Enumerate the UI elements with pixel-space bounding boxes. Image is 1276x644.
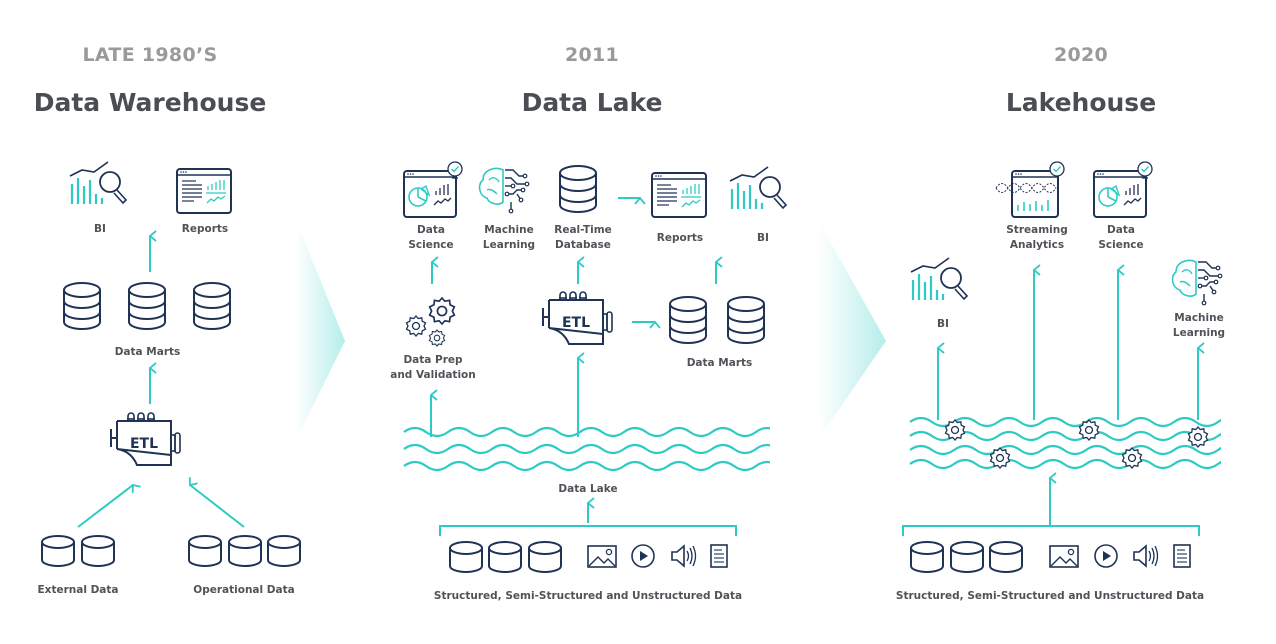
- report-icon: [176, 168, 232, 214]
- database-icon: [41, 535, 75, 567]
- era-label-2020: 2020: [1053, 44, 1109, 66]
- brain-icon: [478, 167, 530, 214]
- label-streaming-analytics: Streaming Analytics: [1006, 224, 1068, 251]
- gear-icon: [1187, 426, 1209, 448]
- image-icon: [1049, 545, 1079, 568]
- document-icon: [1173, 544, 1191, 568]
- database-icon: [488, 541, 522, 573]
- bracket: [902, 525, 1200, 536]
- database-icon: [528, 541, 562, 573]
- database-icon: [669, 296, 707, 344]
- panel-title-data-lake: Data Lake: [521, 88, 663, 117]
- database-icon: [727, 296, 765, 344]
- report-icon: [651, 172, 707, 218]
- gear-icon: [1121, 447, 1143, 469]
- bi-chart-icon: [728, 165, 788, 211]
- database-icon: [910, 541, 944, 573]
- gear-icon: [944, 419, 966, 441]
- database-icon: [193, 282, 231, 330]
- chevron-right-icon: [818, 220, 886, 440]
- label-bi: BI: [937, 318, 949, 330]
- document-icon: [710, 544, 728, 568]
- bi-chart-icon: [68, 160, 128, 206]
- era-label-1980s: LATE 1980’S: [82, 44, 218, 66]
- database-icon: [81, 535, 115, 567]
- label-data-science: Data Science: [408, 224, 454, 251]
- label-data-marts: Data Marts: [114, 346, 181, 358]
- arrow: [77, 483, 141, 528]
- database-icon: [267, 535, 301, 567]
- database-icon: [228, 535, 262, 567]
- data-science-icon: [1093, 161, 1153, 218]
- brain-icon: [1171, 259, 1223, 306]
- label-data-prep: Data Prep and Validation: [390, 354, 476, 381]
- label-bi: BI: [94, 223, 106, 235]
- arrow: [188, 477, 245, 528]
- play-icon: [631, 544, 655, 568]
- database-icon: [449, 541, 483, 573]
- chevron-right-icon: [296, 220, 345, 440]
- audio-icon: [671, 545, 697, 567]
- label-reports: Reports: [181, 223, 229, 235]
- era-label-2011: 2011: [564, 44, 620, 66]
- panel-title-data-warehouse: Data Warehouse: [33, 88, 267, 117]
- gear-icon: [989, 447, 1011, 469]
- label-reports: Reports: [656, 232, 704, 244]
- label-realtime-database: Real-Time Database: [554, 224, 612, 251]
- streaming-icon: [995, 161, 1065, 218]
- database-icon: [559, 165, 597, 213]
- label-sources: Structured, Semi-Structured and Unstruct…: [895, 590, 1205, 602]
- audio-icon: [1133, 545, 1159, 567]
- label-machine-learning: Machine Learning: [1172, 312, 1226, 339]
- database-icon: [63, 282, 101, 330]
- database-icon: [128, 282, 166, 330]
- play-icon: [1094, 544, 1118, 568]
- label-external-data: External Data: [37, 584, 119, 596]
- label-bi: BI: [757, 232, 769, 244]
- database-icon: [989, 541, 1023, 573]
- label-data-marts: Data Marts: [686, 357, 753, 369]
- database-icon: [950, 541, 984, 573]
- etl-engine-icon: [110, 412, 181, 466]
- data-science-icon: [403, 161, 463, 218]
- etl-engine-icon: [542, 291, 613, 345]
- label-data-science: Data Science: [1098, 224, 1144, 251]
- label-operational-data: Operational Data: [193, 584, 295, 596]
- label-data-lake: Data Lake: [558, 483, 618, 495]
- bracket: [439, 525, 737, 536]
- database-icon: [188, 535, 222, 567]
- gears-icon: [405, 297, 456, 347]
- waves-icon: [402, 426, 780, 472]
- image-icon: [587, 545, 617, 568]
- label-sources: Structured, Semi-Structured and Unstruct…: [433, 590, 743, 602]
- panel-title-lakehouse: Lakehouse: [1005, 88, 1157, 117]
- bi-chart-icon: [909, 256, 969, 302]
- label-machine-learning: Machine Learning: [482, 224, 536, 251]
